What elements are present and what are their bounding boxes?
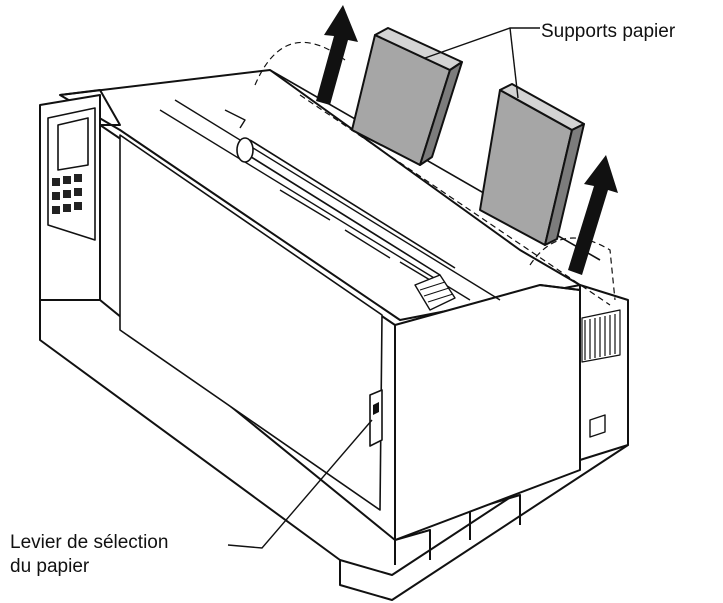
paper-selection-lever-label: Levier de sélection du papier [10, 531, 168, 579]
lever-label-line-1: Levier de sélection [10, 532, 169, 553]
up-arrow-icon [568, 155, 618, 275]
leader-lines [227, 27, 540, 549]
paper-support-left [351, 27, 463, 166]
up-arrow-icon [316, 5, 358, 105]
printer-body [39, 69, 629, 601]
lever-label-line-2: du papier [10, 556, 90, 577]
paper-support-right [479, 83, 585, 246]
paper-supports-label: Supports papier [541, 21, 676, 42]
